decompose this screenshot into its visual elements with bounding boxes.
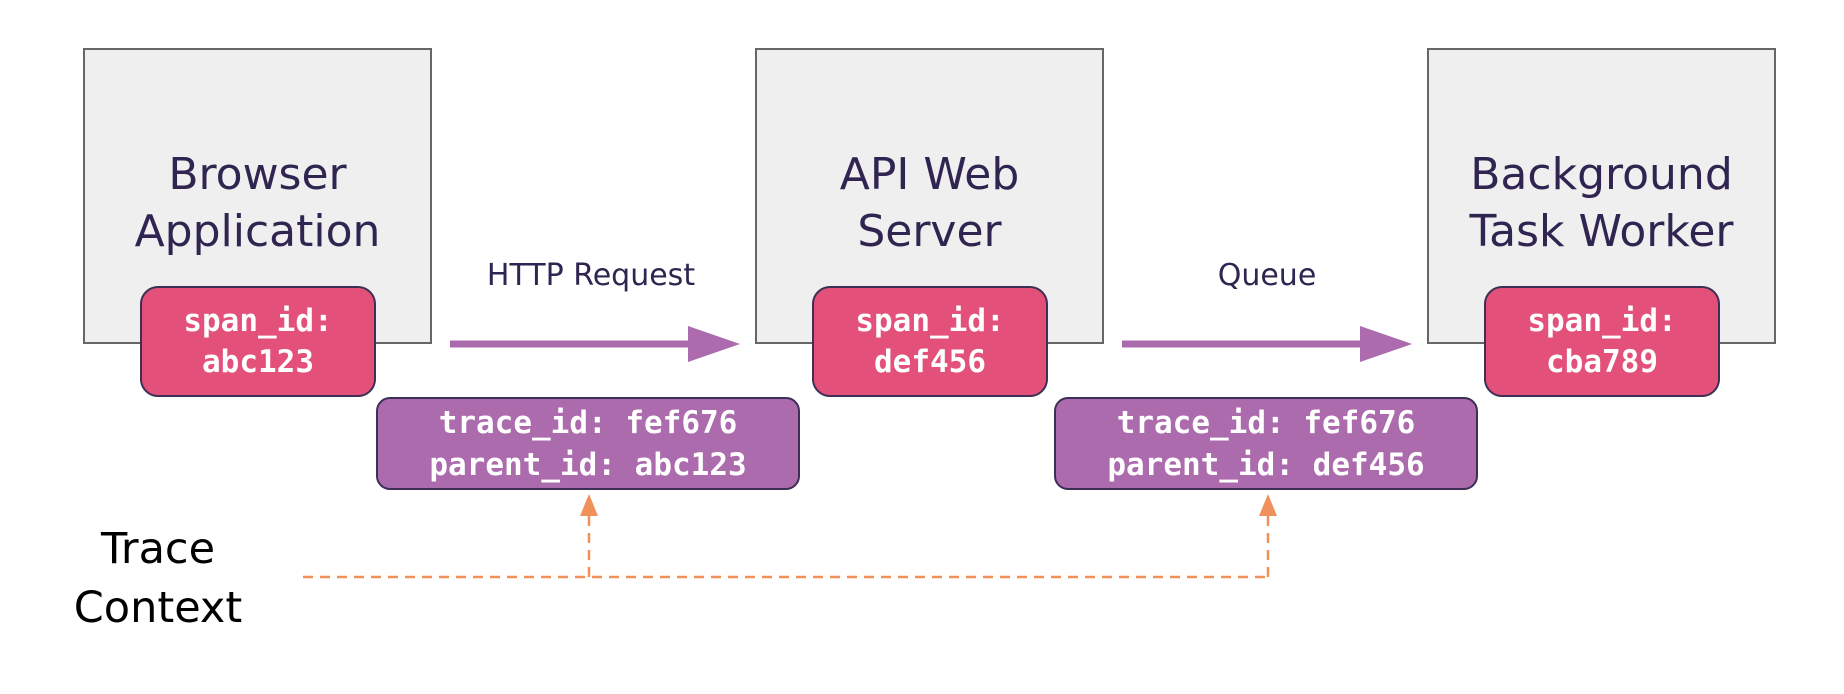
parent-id-line: parent_id: abc123 — [429, 446, 747, 483]
service-title-line: Background — [1470, 149, 1733, 200]
span-label: span_id: — [1527, 302, 1677, 339]
span-badge-worker: span_id: cba789 — [1484, 286, 1720, 397]
context-box-queue: trace_id: fef676 parent_id: def456 — [1054, 397, 1478, 490]
service-title: Background Task Worker — [1429, 146, 1774, 260]
trace-id-line: trace_id: fef676 — [438, 404, 738, 441]
parent-id-line: parent_id: def456 — [1107, 446, 1425, 483]
span-label: span_id: — [183, 302, 333, 339]
trace-context-line: Trace — [100, 524, 216, 574]
trace-id-line: trace_id: fef676 — [1116, 404, 1416, 441]
span-value: cba789 — [1546, 343, 1658, 380]
http-request-arrowhead — [688, 326, 740, 362]
edge-label-queue: Queue — [1217, 258, 1317, 293]
service-title: Browser Application — [85, 146, 430, 260]
span-badge-browser: span_id: abc123 — [140, 286, 376, 397]
span-label: span_id: — [855, 302, 1005, 339]
trace-context-arrowhead-2 — [1259, 494, 1277, 516]
span-value: abc123 — [202, 343, 314, 380]
queue-arrowhead — [1360, 326, 1412, 362]
service-title-line: Application — [134, 206, 381, 257]
service-title-line: Server — [857, 206, 1002, 257]
trace-context-arrowhead-1 — [580, 494, 598, 516]
service-title-line: Task Worker — [1469, 206, 1734, 257]
span-value: def456 — [874, 343, 986, 380]
edge-label-http-request: HTTP Request — [486, 258, 696, 293]
service-title: API Web Server — [757, 146, 1102, 260]
trace-context-line: Context — [73, 583, 243, 633]
span-badge-api: span_id: def456 — [812, 286, 1048, 397]
service-title-line: API Web — [839, 149, 1020, 200]
context-box-http: trace_id: fef676 parent_id: abc123 — [376, 397, 800, 490]
trace-context-label: Trace Context — [48, 520, 268, 638]
service-title-line: Browser — [168, 149, 347, 200]
